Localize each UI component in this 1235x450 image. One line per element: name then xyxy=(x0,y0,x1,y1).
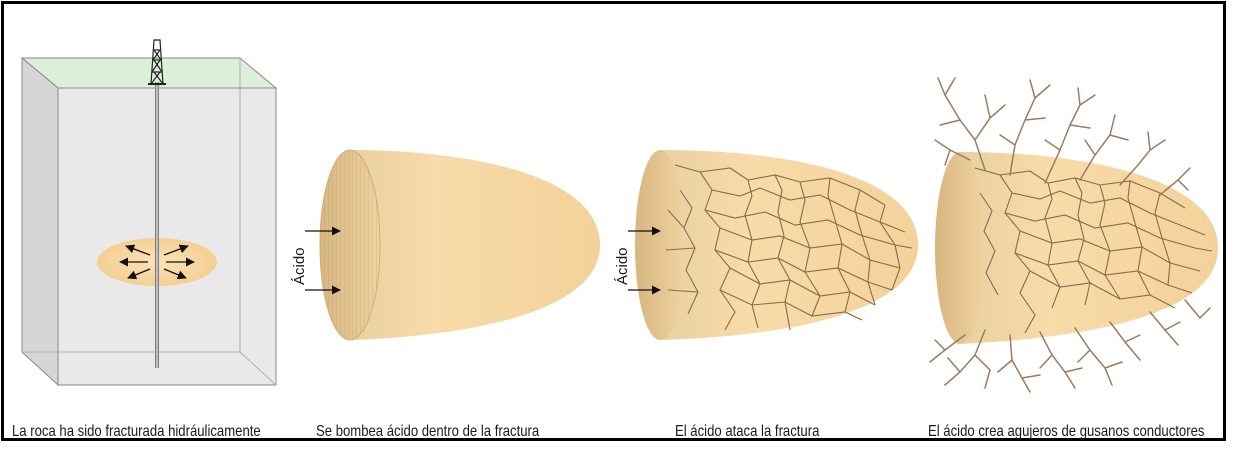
pressure-arrows xyxy=(119,244,195,280)
wormholes xyxy=(929,77,1211,393)
caption-panel-1: La roca ha sido fracturada hidráulicamen… xyxy=(12,423,261,440)
etched-cracks-4 xyxy=(974,167,1213,334)
caption-panel-3: El ácido ataca la fractura xyxy=(675,423,820,440)
caption-panel-2: Se bombea ácido dentro de la fractura xyxy=(316,423,540,440)
fracture-pod-4 xyxy=(935,152,1218,344)
etched-cracks-3 xyxy=(665,164,913,331)
caption-panel-4: El ácido crea agujeros de gusanos conduc… xyxy=(928,423,1205,440)
acid-arrows-3 xyxy=(628,226,661,295)
acid-label-panel-3: Ácido xyxy=(614,247,631,285)
acid-label-panel-2: Ácido xyxy=(291,247,308,285)
rock-block xyxy=(20,56,278,387)
fracture-pod-2 xyxy=(319,149,600,341)
derrick-icon xyxy=(148,39,166,85)
acid-arrows-2 xyxy=(305,226,341,295)
